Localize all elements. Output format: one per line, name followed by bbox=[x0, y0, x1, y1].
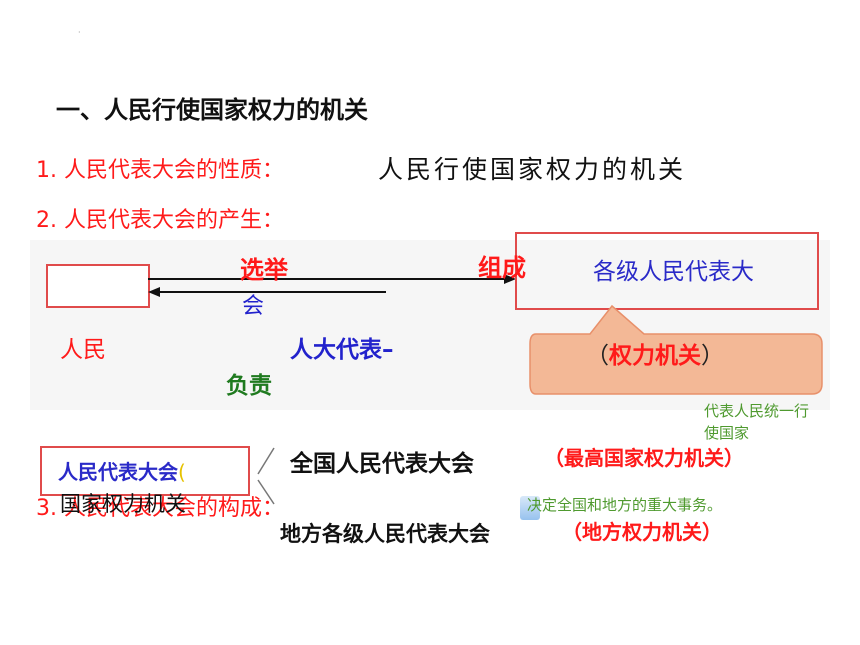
people-box bbox=[46, 264, 150, 308]
congress-box bbox=[515, 232, 819, 310]
power-callout bbox=[529, 304, 823, 395]
nature-answer: 人民行使国家权力的机关 bbox=[378, 155, 687, 184]
represent-note: 代表人民统一行使国家 bbox=[704, 402, 810, 442]
deputy-label: 人大代表– bbox=[290, 337, 394, 363]
note-icon bbox=[520, 496, 540, 520]
decide-note: 决定全国和地方的重大事务。 bbox=[527, 496, 723, 514]
national-congress: 全国人民代表大会 bbox=[290, 451, 474, 477]
people-label: 人民 bbox=[60, 337, 106, 363]
origin-label: 2. 人民代表大会的产生： bbox=[36, 208, 284, 233]
congress-levels-label: 各级人民代表大 bbox=[593, 259, 754, 285]
branch-lines bbox=[257, 447, 275, 505]
structure-label: 3. 人民代表大会的构成： bbox=[36, 496, 284, 521]
power-organ-label: （权力机关） bbox=[586, 343, 724, 369]
responsible-label: 负责 bbox=[226, 373, 272, 399]
local-organ-label: （地方权力机关） bbox=[562, 520, 722, 544]
local-congress: 地方各级人民代表大会 bbox=[280, 522, 490, 546]
slide-dot: · bbox=[78, 28, 81, 37]
highest-organ-label: （最高国家权力机关） bbox=[544, 446, 744, 470]
power-organ-overlap: 国家权力机关 bbox=[60, 492, 186, 516]
elect-tail: 会 bbox=[242, 294, 265, 319]
compose-label: 组成 bbox=[478, 254, 526, 282]
nature-label: 1. 人民代表大会的性质： bbox=[36, 158, 284, 183]
npc-box bbox=[40, 446, 250, 496]
section-heading: 一、人民行使国家权力的机关 bbox=[56, 96, 368, 124]
election-arrows bbox=[148, 274, 516, 297]
elect-label: 选举 bbox=[240, 256, 288, 284]
npc-label: 人民代表大会( bbox=[58, 460, 186, 484]
